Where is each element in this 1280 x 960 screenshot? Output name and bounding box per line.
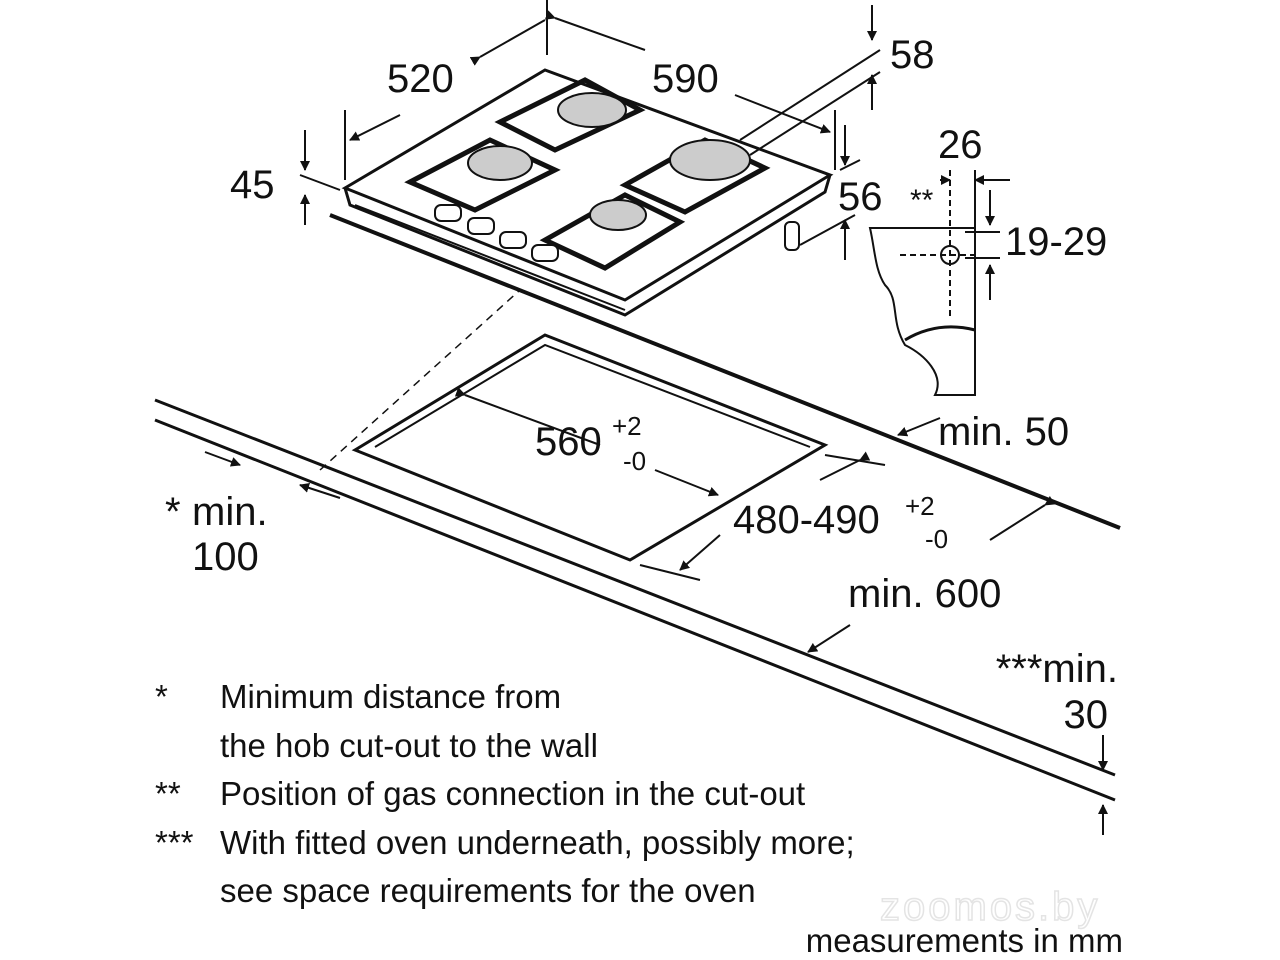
note-marker: ** [155,775,181,812]
note-line: Position of gas connection in the cut-ou… [220,775,805,812]
dim-cutout-width: 560 [535,420,602,464]
note-line: the hob cut-out to the wall [220,727,598,764]
watermark: zoomos.by [880,885,1100,929]
cutout [351,333,829,562]
worktop [154,213,1121,802]
gas-connection-detail [868,170,1010,396]
note-line: Minimum distance from [220,678,561,715]
hob [341,68,834,317]
gas-marker: ** [910,184,934,217]
gas-connector [784,221,800,251]
dim-worktop-min: min. 600 [848,572,1001,616]
dim-cutout-depth-tol-minus: -0 [925,524,948,554]
dim-back-min: min. 50 [938,410,1069,454]
dim-cutout-width-tol-plus: +2 [612,411,642,441]
units-note: measurements in mm [806,922,1123,959]
dim-height: 45 [230,163,275,207]
oven-min-label: ***min. [996,647,1118,691]
dimension-lines [204,0,1108,835]
dim-cutout-width-tol-minus: -0 [623,446,646,476]
dim-width: 520 [387,57,454,101]
dim-gas-height: 19-29 [1005,220,1107,264]
dim-depth-total: 58 [890,33,935,77]
footnotes: * Minimum distance from the hob cut-out … [155,678,855,909]
dim-cutout-depth: 480-490 [733,498,880,542]
note-marker: *** [155,824,194,861]
control-knob [434,204,559,262]
dim-length: 590 [652,57,719,101]
note-line: With fitted oven underneath, possibly mo… [220,824,855,861]
burner [467,92,751,231]
dim-depth-below: 56 [838,175,883,219]
oven-min-value: 30 [1064,693,1109,737]
wall-min-label: min. [192,490,268,534]
note-marker: * [155,678,168,715]
wall-min-value: 100 [192,535,259,579]
note-line: see space requirements for the oven [220,872,756,909]
dim-gas-offset: 26 [938,123,983,167]
dim-cutout-depth-tol-plus: +2 [905,491,935,521]
wall-min-marker: * [165,490,181,534]
